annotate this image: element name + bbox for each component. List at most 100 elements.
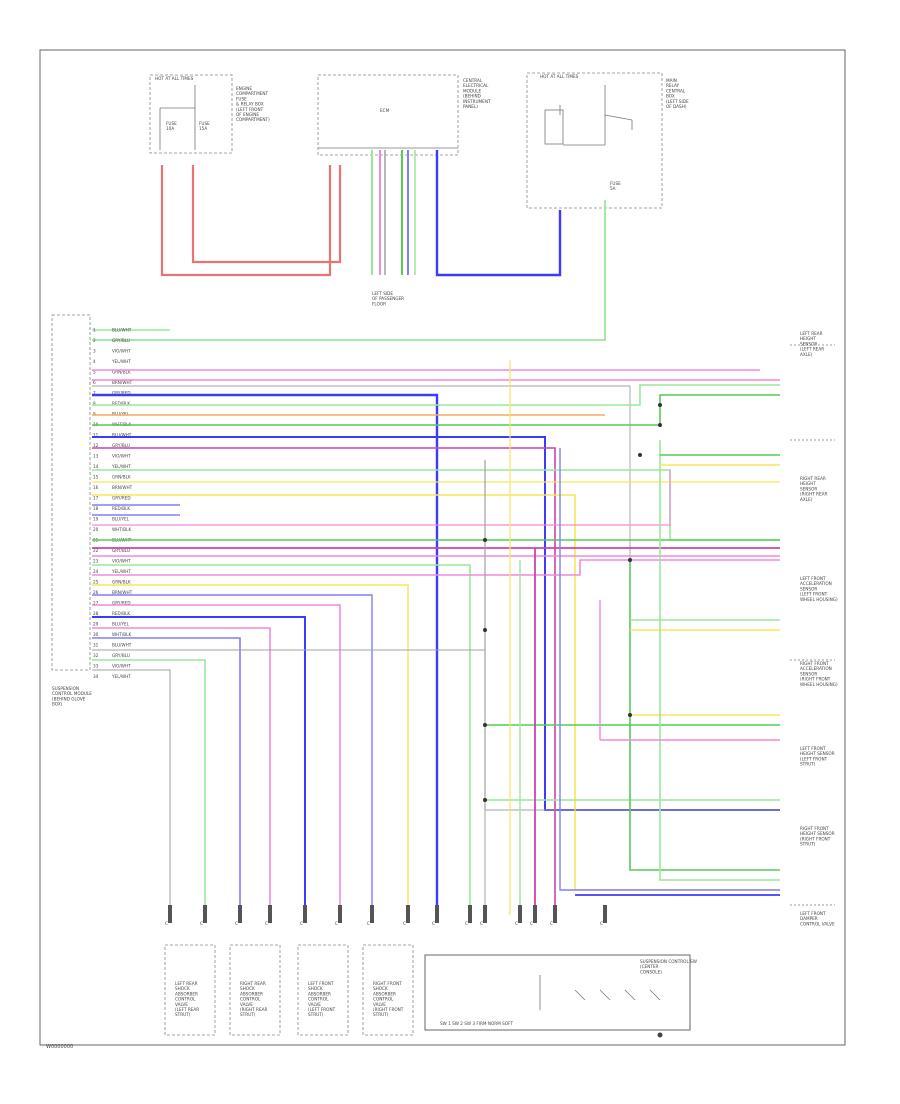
wire xyxy=(92,669,171,915)
connector-pin-label: C xyxy=(432,921,435,926)
module-pin-wire-label: GRN/BLK xyxy=(112,475,131,480)
module-pin-wire-label: GRY/BLU xyxy=(112,443,130,448)
wire xyxy=(92,470,671,526)
module-pin-wire-label: GRY/BLU xyxy=(112,338,130,343)
connector-pin xyxy=(603,905,607,923)
connector-pin xyxy=(203,905,207,923)
connector-pin xyxy=(303,905,307,923)
connector-pin xyxy=(370,905,374,923)
wire xyxy=(92,584,409,915)
splice-dot xyxy=(483,538,487,542)
connector-pin xyxy=(338,905,342,923)
module-pin-wire-label: BLU/YEL xyxy=(112,412,130,417)
connector-pin-label: C xyxy=(600,921,603,926)
module-pin: 18 xyxy=(93,506,99,511)
splice-dot xyxy=(658,403,662,407)
connector-pin xyxy=(406,905,410,923)
connector-pin-label: C xyxy=(403,921,406,926)
splice-dot xyxy=(483,798,487,802)
module-pin-wire-label: YEL/WHT xyxy=(111,569,131,574)
wire xyxy=(92,394,780,426)
wire xyxy=(92,559,780,576)
module-pin: 7 xyxy=(93,391,96,396)
module-pin-wire-label: GRN/BLK xyxy=(112,370,131,375)
connector-pin-label: C xyxy=(530,921,533,926)
splice-dot xyxy=(628,713,632,717)
module-pin: 16 xyxy=(93,485,99,490)
splice-dot xyxy=(658,423,662,427)
module-pin: 20 xyxy=(93,527,99,532)
wire xyxy=(92,564,471,915)
module-pin: 2 xyxy=(93,338,96,343)
fuse-box-left-title: HOT AT ALL TIMES xyxy=(155,76,194,81)
module-pin: 11 xyxy=(93,433,99,438)
module-pin-wire-label: YEL/WHT xyxy=(111,359,131,364)
module-pin: 13 xyxy=(93,454,99,459)
module-pin: 9 xyxy=(93,412,96,417)
splice-dot xyxy=(483,628,487,632)
module-pin-wire-label: VIO/WHT xyxy=(112,349,131,354)
module-pin-wire-label: BLU/WHT xyxy=(112,643,132,648)
wire xyxy=(559,448,780,891)
connector-pin xyxy=(518,905,522,923)
module-pin-wire-label: GRY/RED xyxy=(112,601,131,606)
module-pin: 32 xyxy=(93,653,99,658)
module-pin: 15 xyxy=(93,475,99,480)
module-pin: 8 xyxy=(93,401,96,406)
connector-pin xyxy=(238,905,242,923)
module-pin-wire-label: GRN/BLK xyxy=(112,580,131,585)
connector-pin xyxy=(268,905,272,923)
splice-dot xyxy=(483,723,487,727)
diagram-frame xyxy=(39,49,846,1046)
module-pin-wire-label: VIO/WHT xyxy=(112,664,131,669)
module-pin-wire-label: WHT/BLK xyxy=(112,527,131,532)
module-pin-wire-label: GRY/RED xyxy=(112,496,131,501)
module-pin: 26 xyxy=(93,590,99,595)
connector-pin-label: C xyxy=(367,921,370,926)
module-pin: 33 xyxy=(93,664,99,669)
module-pin: 17 xyxy=(93,496,99,501)
connector-pin xyxy=(168,905,172,923)
module-pin: 25 xyxy=(93,580,99,585)
module-pin-wire-label: RED/BLK xyxy=(112,506,130,511)
module-pin-wire-label: WHT/BLK xyxy=(112,632,131,637)
module-pin-wire-label: GRY/RED xyxy=(112,391,131,396)
module-pin: 1 xyxy=(93,328,96,333)
module-pin-wire-label: VIO/WHT xyxy=(112,454,131,459)
connector-pin-label: C xyxy=(165,921,168,926)
module-pin-wire-label: YEL/WHT xyxy=(111,464,131,469)
ecm-label: ECM xyxy=(380,108,390,113)
module-pin: 31 xyxy=(93,643,99,648)
module-pin: 4 xyxy=(93,359,96,364)
footer-code: W0000000 xyxy=(46,1044,73,1050)
wire xyxy=(92,649,486,915)
module-pin: 29 xyxy=(93,622,99,627)
module-pin: 14 xyxy=(93,464,99,469)
connector-pin-label: C xyxy=(480,921,483,926)
module-pin: 24 xyxy=(93,569,99,574)
wire xyxy=(92,659,206,915)
connector-pin-label: C xyxy=(300,921,303,926)
connector-pin-label: C xyxy=(200,921,203,926)
